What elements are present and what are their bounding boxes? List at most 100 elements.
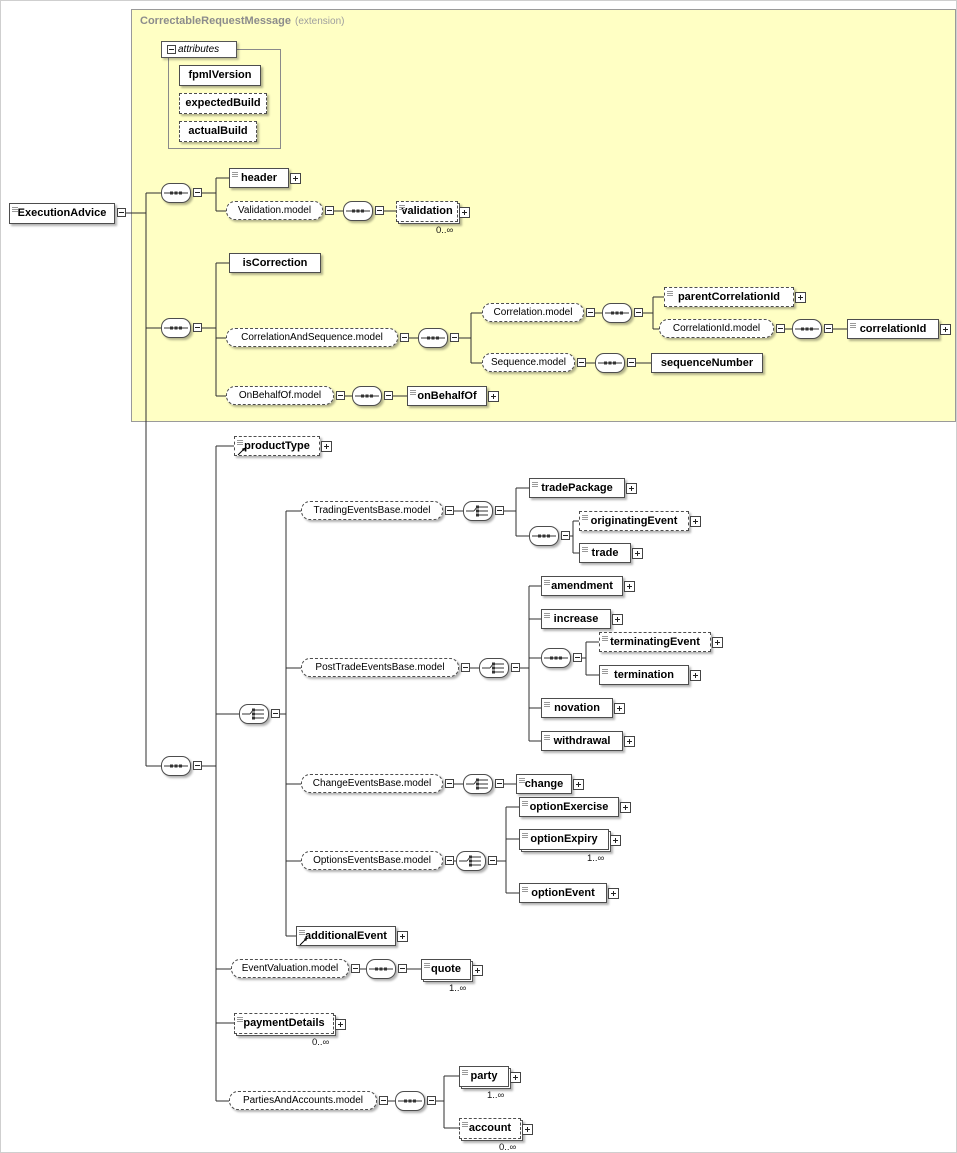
model-group-OnBehalfOf.model[interactable]: OnBehalfOf.model bbox=[226, 386, 334, 405]
expand-icon[interactable] bbox=[626, 483, 637, 494]
element-box-change[interactable]: change bbox=[516, 774, 584, 794]
collapse-icon[interactable] bbox=[193, 323, 202, 332]
expand-icon[interactable] bbox=[712, 637, 723, 648]
element-box-productType[interactable]: productType bbox=[234, 436, 332, 456]
model-group-PartiesAndAccounts.model[interactable]: PartiesAndAccounts.model bbox=[229, 1091, 377, 1110]
choice-icon bbox=[242, 708, 264, 720]
expand-icon[interactable] bbox=[608, 888, 619, 899]
collapse-icon[interactable] bbox=[400, 333, 409, 342]
expand-icon[interactable] bbox=[690, 516, 701, 527]
collapse-icon[interactable] bbox=[577, 358, 586, 367]
collapse-icon[interactable] bbox=[427, 1096, 436, 1105]
element-box-isCorrection[interactable]: isCorrection bbox=[229, 253, 321, 273]
element-box-correlationId[interactable]: correlationId bbox=[847, 319, 951, 339]
element-box-increase[interactable]: increase bbox=[541, 609, 623, 629]
element-box-optionExercise[interactable]: optionExercise bbox=[519, 797, 631, 817]
attributes-group-header[interactable]: attributes bbox=[161, 41, 237, 58]
model-group-CorrelationId.model[interactable]: CorrelationId.model bbox=[659, 319, 774, 338]
collapse-icon[interactable] bbox=[193, 761, 202, 770]
model-group-EventValuation.model[interactable]: EventValuation.model bbox=[231, 959, 349, 978]
element-box-withdrawal[interactable]: withdrawal bbox=[541, 731, 635, 751]
collapse-icon[interactable] bbox=[488, 856, 497, 865]
collapse-icon[interactable] bbox=[193, 188, 202, 197]
expand-icon[interactable] bbox=[510, 1072, 521, 1083]
expand-icon[interactable] bbox=[335, 1019, 346, 1030]
element-box-paymentDetails[interactable]: paymentDetails bbox=[234, 1013, 346, 1034]
model-group-PostTradeEventsBase.model[interactable]: PostTradeEventsBase.model bbox=[301, 658, 459, 677]
collapse-icon[interactable] bbox=[561, 531, 570, 540]
collapse-icon[interactable] bbox=[824, 324, 833, 333]
collapse-icon[interactable] bbox=[117, 208, 126, 217]
model-group-ChangeEventsBase.model[interactable]: ChangeEventsBase.model bbox=[301, 774, 443, 793]
model-group-TradingEventsBase.model[interactable]: TradingEventsBase.model bbox=[301, 501, 443, 520]
collapse-icon[interactable] bbox=[351, 964, 360, 973]
element-box-additionalEvent[interactable]: additionalEvent bbox=[296, 926, 408, 946]
expand-icon[interactable] bbox=[940, 324, 951, 335]
element-box-fpmlVersion[interactable]: fpmlVersion bbox=[179, 65, 261, 86]
element-box-amendment[interactable]: amendment bbox=[541, 576, 635, 596]
element-box-tradePackage[interactable]: tradePackage bbox=[529, 478, 637, 498]
element-box-validation[interactable]: validation bbox=[396, 201, 470, 222]
model-group-Validation.model[interactable]: Validation.model bbox=[226, 201, 323, 220]
element-box-account[interactable]: account bbox=[459, 1118, 533, 1139]
expand-icon[interactable] bbox=[321, 441, 332, 452]
expand-icon[interactable] bbox=[397, 931, 408, 942]
element-box-parentCorrelationId[interactable]: parentCorrelationId bbox=[664, 287, 806, 307]
collapse-icon[interactable] bbox=[776, 324, 785, 333]
collapse-icon[interactable] bbox=[384, 391, 393, 400]
collapse-icon[interactable] bbox=[375, 206, 384, 215]
expand-icon[interactable] bbox=[690, 670, 701, 681]
collapse-icon[interactable] bbox=[271, 709, 280, 718]
element-box-originatingEvent[interactable]: originatingEvent bbox=[579, 511, 701, 531]
collapse-icon[interactable] bbox=[167, 45, 176, 54]
collapse-icon[interactable] bbox=[495, 506, 504, 515]
expand-icon[interactable] bbox=[459, 207, 470, 218]
collapse-icon[interactable] bbox=[398, 964, 407, 973]
element-box-terminatingEvent[interactable]: terminatingEvent bbox=[599, 632, 723, 652]
expand-icon[interactable] bbox=[612, 614, 623, 625]
element-box-onBehalfOf[interactable]: onBehalfOf bbox=[407, 386, 499, 406]
collapse-icon[interactable] bbox=[450, 333, 459, 342]
element-box-sequenceNumber[interactable]: sequenceNumber bbox=[651, 353, 763, 373]
element-box-ExecutionAdvice[interactable]: ExecutionAdvice bbox=[9, 203, 115, 224]
expand-icon[interactable] bbox=[795, 292, 806, 303]
element-box-party[interactable]: party bbox=[459, 1066, 521, 1087]
collapse-icon[interactable] bbox=[634, 308, 643, 317]
collapse-icon[interactable] bbox=[379, 1096, 388, 1105]
collapse-icon[interactable] bbox=[336, 391, 345, 400]
expand-icon[interactable] bbox=[573, 779, 584, 790]
collapse-icon[interactable] bbox=[627, 358, 636, 367]
expand-icon[interactable] bbox=[632, 548, 643, 559]
model-group-Sequence.model[interactable]: Sequence.model bbox=[482, 353, 575, 372]
element-box-expectedBuild[interactable]: expectedBuild bbox=[179, 93, 267, 114]
element-box-optionEvent[interactable]: optionEvent bbox=[519, 883, 619, 903]
expand-icon[interactable] bbox=[472, 965, 483, 976]
element-box-trade[interactable]: trade bbox=[579, 543, 643, 563]
collapse-icon[interactable] bbox=[511, 663, 520, 672]
element-box-header[interactable]: header bbox=[229, 168, 301, 188]
collapse-icon[interactable] bbox=[495, 779, 504, 788]
element-box-quote[interactable]: quote bbox=[421, 959, 483, 980]
collapse-icon[interactable] bbox=[445, 779, 454, 788]
collapse-icon[interactable] bbox=[445, 856, 454, 865]
expand-icon[interactable] bbox=[290, 173, 301, 184]
expand-icon[interactable] bbox=[522, 1124, 533, 1135]
collapse-icon[interactable] bbox=[461, 663, 470, 672]
model-group-Correlation.model[interactable]: Correlation.model bbox=[482, 303, 584, 322]
element-box-termination[interactable]: termination bbox=[599, 665, 701, 685]
collapse-icon[interactable] bbox=[325, 206, 334, 215]
collapse-icon[interactable] bbox=[586, 308, 595, 317]
expand-icon[interactable] bbox=[610, 835, 621, 846]
model-group-OptionsEventsBase.model[interactable]: OptionsEventsBase.model bbox=[301, 851, 443, 870]
model-group-CorrelationAndSequence.model[interactable]: CorrelationAndSequence.model bbox=[226, 328, 398, 347]
expand-icon[interactable] bbox=[614, 703, 625, 714]
element-box-actualBuild[interactable]: actualBuild bbox=[179, 121, 257, 142]
element-box-optionExpiry[interactable]: optionExpiry bbox=[519, 829, 621, 850]
expand-icon[interactable] bbox=[624, 736, 635, 747]
collapse-icon[interactable] bbox=[445, 506, 454, 515]
expand-icon[interactable] bbox=[620, 802, 631, 813]
expand-icon[interactable] bbox=[488, 391, 499, 402]
element-box-novation[interactable]: novation bbox=[541, 698, 625, 718]
collapse-icon[interactable] bbox=[573, 653, 582, 662]
expand-icon[interactable] bbox=[624, 581, 635, 592]
